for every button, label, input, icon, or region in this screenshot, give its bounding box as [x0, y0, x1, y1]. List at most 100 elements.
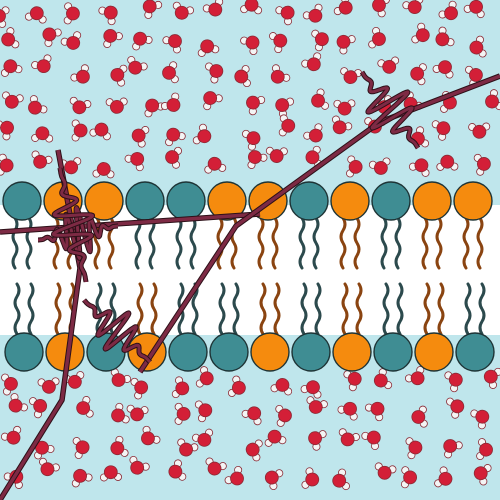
water-molecule-icon — [162, 34, 182, 54]
lipid-tail — [257, 216, 265, 270]
water-molecule-icon — [346, 155, 363, 178]
water-molecule-icon — [195, 366, 214, 388]
lipid-tail — [13, 282, 21, 336]
lipid-molecule-icon — [250, 332, 290, 372]
lipid-tail — [314, 282, 322, 336]
water-molecule-icon — [337, 401, 358, 421]
water-molecule-icon — [76, 396, 94, 418]
water-molecule-icon — [368, 157, 391, 175]
lipid-molecule-icon — [371, 181, 411, 221]
water-molecule-icon — [311, 29, 329, 52]
laser-beam — [138, 74, 500, 373]
water-molecule-icon — [410, 63, 427, 86]
lipid-headgroup — [455, 332, 495, 372]
water-molecule-icon — [34, 440, 55, 460]
water-molecule-icon — [31, 54, 52, 74]
water-molecule-icon — [42, 27, 62, 47]
water-molecule-icon — [270, 378, 293, 396]
water-molecule-icon — [131, 126, 150, 148]
water-molecule-icon — [168, 459, 187, 481]
lipid-tail — [191, 282, 199, 336]
water-molecule-icon — [308, 430, 327, 451]
lipid-molecule-icon — [207, 181, 247, 221]
water-molecule-icon — [247, 150, 268, 169]
lipid-molecule-icon — [125, 181, 165, 221]
water-molecule-icon — [368, 26, 386, 49]
water-molecule-icon — [70, 64, 90, 84]
water-molecule-icon — [373, 368, 393, 390]
lipid-tail — [216, 216, 224, 270]
water-molecule-icon — [39, 457, 60, 477]
water-molecule-icon — [129, 455, 150, 475]
water-molecule-icon — [241, 406, 262, 426]
water-molecule-icon — [1, 27, 20, 49]
water-molecule-icon — [69, 96, 92, 115]
water-molecule-icon — [303, 123, 323, 143]
water-molecule-icon — [431, 120, 451, 141]
water-molecule-icon — [270, 64, 291, 84]
lipid-headgroup — [412, 181, 452, 221]
water-molecule-icon — [160, 92, 181, 112]
water-molecule-icon — [165, 146, 183, 169]
lipid-tail — [394, 216, 402, 270]
lipid-molecule-icon — [332, 332, 372, 372]
lipid-headgroup — [453, 181, 493, 221]
lipid-headgroup — [289, 181, 329, 221]
water-molecule-icon — [411, 405, 428, 428]
lipid-headgroup — [330, 181, 370, 221]
laser-pulse-icon — [51, 166, 95, 284]
lipid-headgroup — [414, 332, 454, 372]
lipid-molecule-icon — [289, 181, 329, 221]
water-molecule-icon — [264, 429, 287, 447]
lipid-headgroup — [2, 181, 42, 221]
water-molecule-icon — [227, 375, 246, 397]
water-molecule-icon — [361, 430, 381, 451]
water-molecule-icon — [305, 145, 323, 168]
lipid-headgroup — [207, 181, 247, 221]
lipid-headgroup — [250, 332, 290, 372]
water-molecule-icon — [275, 404, 292, 427]
water-molecule-icon — [37, 377, 60, 394]
lipid-tail — [396, 282, 404, 336]
water-molecule-icon — [0, 425, 22, 445]
water-molecule-icon — [301, 467, 320, 489]
water-molecule-icon — [438, 0, 458, 21]
lipid-headgroup — [166, 181, 206, 221]
water-molecule-icon — [444, 371, 463, 393]
water-molecule-icon — [71, 119, 88, 142]
lipid-molecule-icon — [453, 181, 493, 221]
water-molecule-icon — [111, 402, 130, 424]
water-molecule-icon — [336, 34, 356, 55]
water-molecule-icon — [443, 439, 463, 459]
water-molecule-icon — [130, 377, 149, 400]
water-molecule-icon — [28, 95, 48, 115]
water-molecule-icon — [110, 64, 128, 87]
water-molecule-icon — [92, 162, 115, 179]
water-molecule-icon — [0, 59, 23, 77]
laser-beam — [0, 149, 82, 500]
water-molecule-icon — [127, 56, 148, 75]
water-molecule-icon — [172, 1, 195, 20]
water-molecule-icon — [300, 380, 322, 399]
water-molecule-icon — [197, 39, 220, 57]
water-molecule-icon — [240, 35, 260, 56]
lipid-tail — [54, 282, 62, 336]
lipid-tail — [148, 216, 156, 270]
water-molecule-icon — [302, 3, 323, 23]
lipid-tail — [259, 282, 267, 336]
lipid-tail — [150, 282, 158, 336]
laser-pulse-icon — [359, 70, 421, 150]
water-molecule-icon — [142, 0, 163, 19]
water-molecule-icon — [372, 0, 390, 18]
water-molecule-icon — [405, 437, 423, 460]
lipid-tail — [355, 282, 363, 336]
water-molecule-icon — [240, 0, 263, 15]
lipid-molecule-icon — [330, 181, 370, 221]
water-molecule-icon — [144, 98, 165, 118]
water-molecule-icon — [224, 465, 244, 486]
lipid-headgroup — [332, 332, 372, 372]
lipid-tail — [435, 216, 443, 270]
lipid-headgroup — [291, 332, 331, 372]
lipid-tail — [437, 282, 445, 336]
